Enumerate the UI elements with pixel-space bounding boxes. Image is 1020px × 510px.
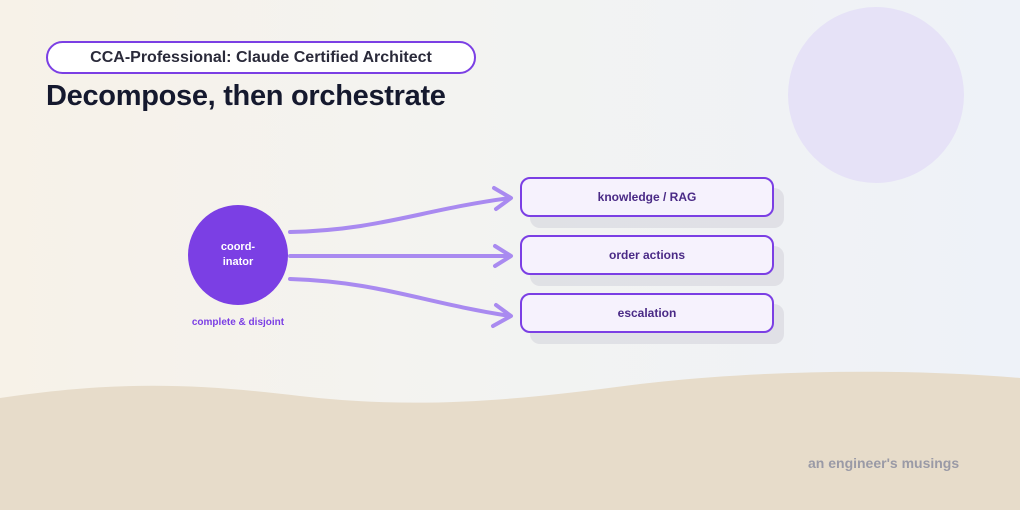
coordinator-node: coord- inator	[188, 205, 288, 305]
subagent-box-order-actions: order actions	[520, 235, 774, 275]
subagent-label: escalation	[617, 306, 677, 320]
arrowhead-knowledge	[492, 186, 513, 211]
arrowhead-escalation	[491, 303, 513, 328]
decorative-circle	[788, 7, 964, 183]
subagent-box-knowledge: knowledge / RAG	[520, 177, 774, 217]
arrowhead-order-actions	[493, 244, 513, 268]
footer-credit: an engineer's musings	[808, 455, 960, 471]
subagent-label: knowledge / RAG	[597, 190, 697, 204]
arrow-to-escalation	[288, 277, 512, 318]
subagent-box-escalation: escalation	[520, 293, 774, 333]
sand-hill	[0, 371, 1020, 510]
course-pill-label: CCA-Professional: Claude Certified Archi…	[90, 48, 432, 66]
course-pill: CCA-Professional: Claude Certified Archi…	[46, 41, 476, 74]
arrow-to-knowledge	[288, 196, 512, 234]
coordinator-label-line2: inator	[222, 256, 254, 268]
coordinator-caption: complete & disjoint	[191, 317, 285, 328]
coordinator-label-line1: coord-	[220, 241, 256, 253]
subagent-label: order actions	[608, 248, 686, 262]
page-title: Decompose, then orchestrate	[46, 80, 446, 112]
